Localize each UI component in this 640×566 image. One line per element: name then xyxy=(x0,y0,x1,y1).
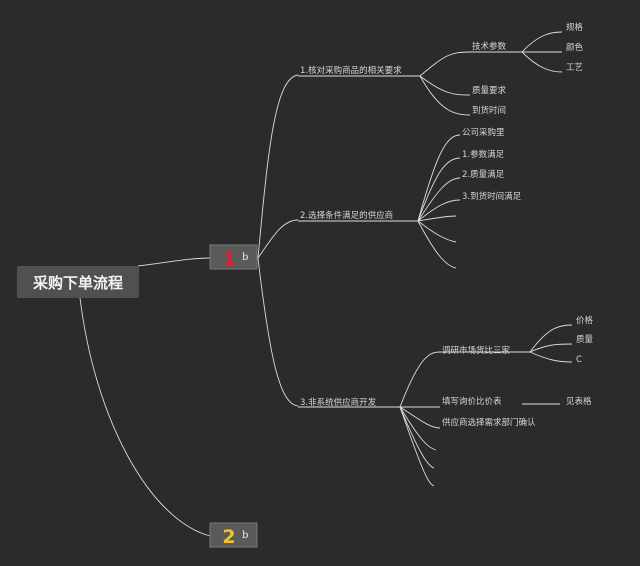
branch-3-label[interactable]: 3.非系统供应商开发 xyxy=(300,397,377,408)
edge-b3-c6 xyxy=(399,406,435,487)
edge-tech-craft xyxy=(521,51,563,73)
root-label: 采购下单流程 xyxy=(32,274,123,292)
form-child-table[interactable]: 见表格 xyxy=(566,396,592,407)
badge-1-number: 1 xyxy=(222,248,235,270)
badge-node-2[interactable]: 2 b xyxy=(209,522,258,548)
edge-b3-c5 xyxy=(399,406,435,469)
survey-child-price[interactable]: 价格 xyxy=(576,315,594,326)
branch-1-child-tech[interactable]: 技术参数 xyxy=(472,41,507,52)
edge-tech-spec xyxy=(521,31,563,53)
edge-b2-c6 xyxy=(417,220,457,243)
edge-b2-c3 xyxy=(417,177,461,222)
edge-badge1-branch2 xyxy=(257,219,299,259)
tech-child-spec[interactable]: 规格 xyxy=(566,22,584,33)
edge-survey-c xyxy=(529,351,573,363)
edge-survey-price xyxy=(529,324,573,353)
badge-2-number: 2 xyxy=(222,526,235,548)
edge-b3-c4 xyxy=(399,406,437,451)
connectors xyxy=(79,31,573,537)
badge-node-1[interactable]: 1 b xyxy=(209,244,258,270)
edge-b3-c1 xyxy=(399,351,441,408)
edge-badge1-branch3 xyxy=(257,257,299,407)
badge-2-letter: b xyxy=(242,530,248,541)
edge-root-badge2 xyxy=(79,297,211,537)
edge-b2-c1 xyxy=(417,134,461,222)
root-node[interactable]: 采购下单流程 xyxy=(17,266,139,298)
branch-1-label[interactable]: 1.核对采购商品的相关要求 xyxy=(300,65,402,76)
branch-2-child-1[interactable]: 公司采购里 xyxy=(462,127,505,138)
branch-2-label[interactable]: 2.选择条件满足的供应商 xyxy=(300,210,393,221)
edge-b1-time xyxy=(419,75,471,116)
edge-b1-tech xyxy=(419,51,471,77)
edge-b2-c4 xyxy=(417,199,461,222)
edge-b2-c7 xyxy=(417,220,457,269)
branch-3-child-survey[interactable]: 调研市场货比三家 xyxy=(442,345,511,356)
branch-3-child-confirm[interactable]: 供应商选择需求部门确认 xyxy=(442,417,536,428)
branch-2-child-4[interactable]: 3.到货时间满足 xyxy=(462,191,522,202)
edge-b2-c5 xyxy=(417,215,457,222)
edge-root-badge1 xyxy=(137,257,211,267)
branch-2-child-2[interactable]: 1.参数满足 xyxy=(462,149,505,160)
edge-badge1-branch1 xyxy=(257,74,299,259)
tech-child-craft[interactable]: 工艺 xyxy=(566,63,583,73)
edge-survey-quality xyxy=(529,343,573,353)
branch-3-child-form[interactable]: 填写询价比价表 xyxy=(442,396,502,407)
edge-b3-c3 xyxy=(399,406,441,429)
branch-1-child-time[interactable]: 到货时间 xyxy=(472,105,506,116)
edge-b1-quality xyxy=(419,75,471,96)
branch-2-child-3[interactable]: 2.质量满足 xyxy=(462,169,505,180)
badge-1-letter: b xyxy=(242,252,248,263)
survey-child-quality[interactable]: 质量 xyxy=(576,334,594,345)
tech-child-color[interactable]: 颜色 xyxy=(566,42,584,53)
survey-child-c[interactable]: C xyxy=(576,355,582,365)
edge-b2-c2 xyxy=(417,157,461,222)
branch-1-child-quality[interactable]: 质量要求 xyxy=(472,85,507,96)
